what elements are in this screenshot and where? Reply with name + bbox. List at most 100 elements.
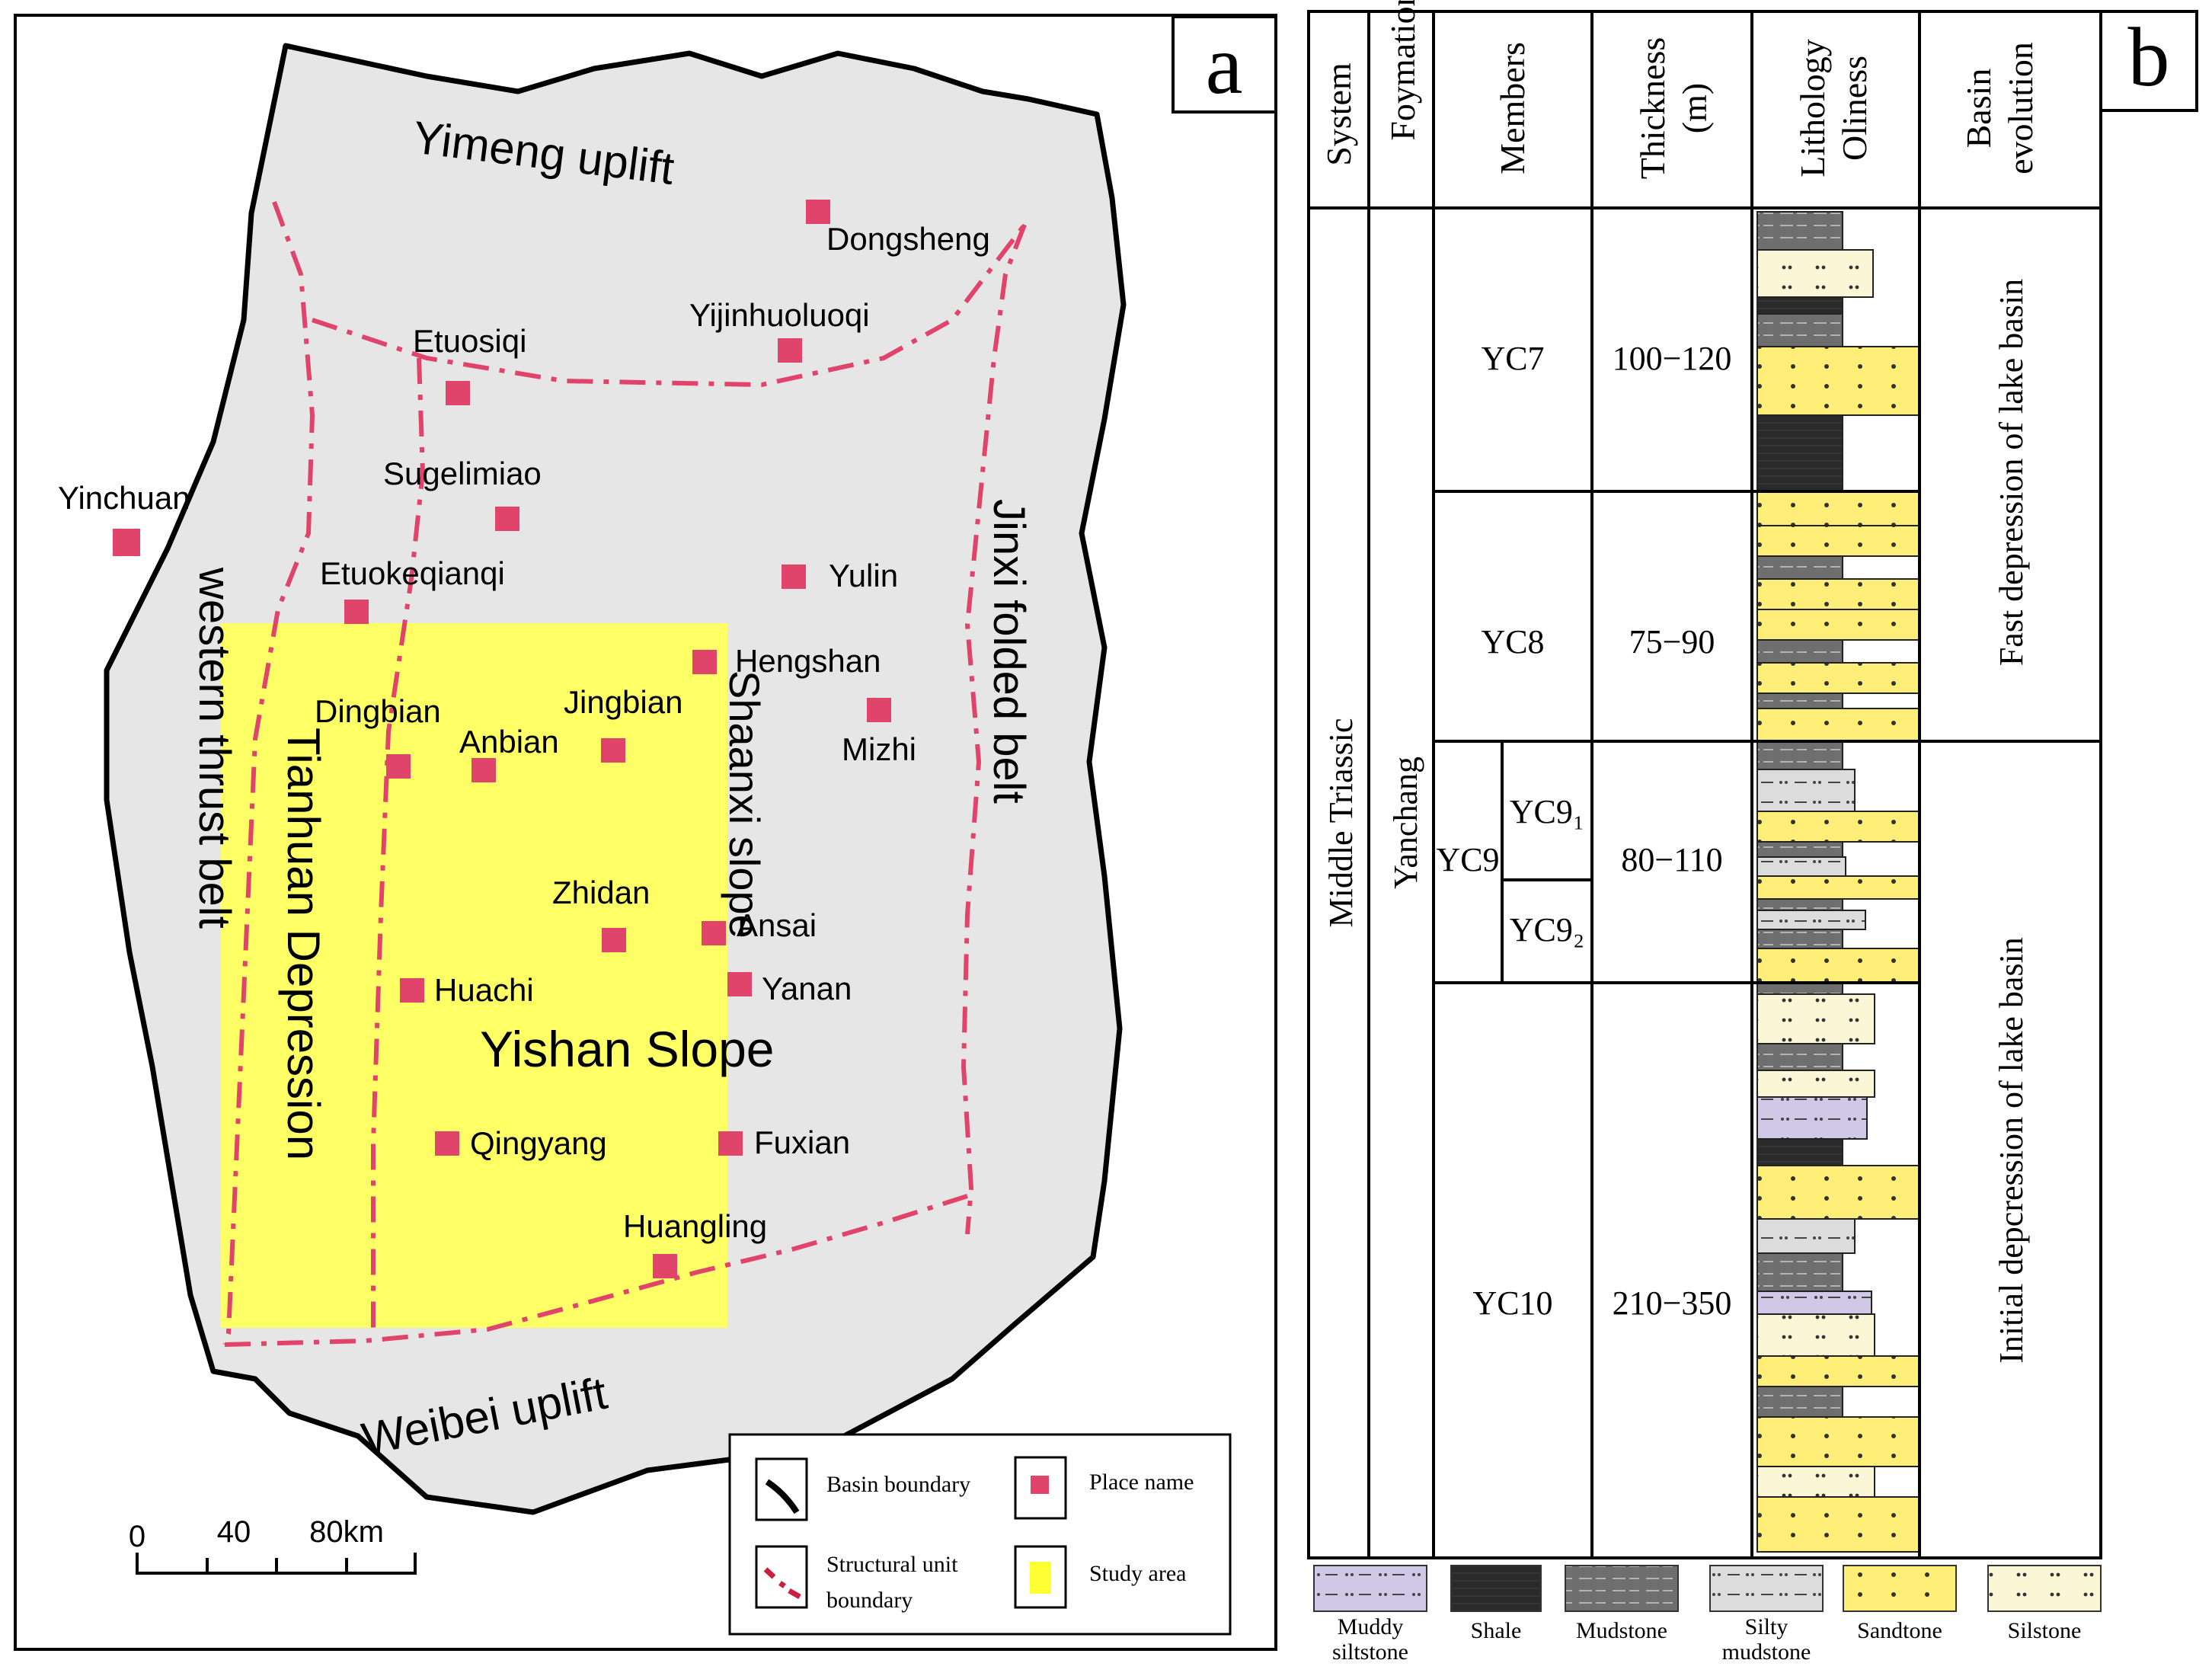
place-name-yinchuan: Yinchuan bbox=[58, 480, 190, 516]
rock-legend: Muddy siltstone Shale Mudstone Silty mud… bbox=[1313, 1565, 2102, 1665]
stratigraphy-panel: System Foymation Members Thickness (m) L… bbox=[1307, 0, 2198, 1665]
header-members: Members bbox=[1493, 42, 1532, 174]
place-name-hengshan: Hengshan bbox=[735, 643, 881, 679]
lithology-layer-mud bbox=[1756, 692, 1843, 709]
lithology-layer-mud bbox=[1756, 1043, 1843, 1071]
lithology-layer-mud bbox=[1756, 1252, 1843, 1292]
place-marker bbox=[778, 338, 802, 363]
lithology-layer-silt bbox=[1756, 993, 1875, 1044]
place-marker bbox=[806, 200, 830, 224]
table-headers: System Foymation Members Thickness (m) L… bbox=[1319, 0, 2040, 179]
header-lithology-2: Oliness bbox=[1835, 56, 1874, 161]
lithology-layer-mud bbox=[1756, 1386, 1843, 1418]
evolution-fast: Fast depression of lake basin bbox=[1993, 279, 2030, 666]
thickness-yc8: 75−90 bbox=[1629, 623, 1715, 660]
lithology-layer-sand bbox=[1756, 525, 1920, 557]
legend-silty-mudstone-swatch bbox=[1709, 1565, 1824, 1612]
header-thickness-1: Thickness bbox=[1633, 37, 1672, 180]
place-marker bbox=[782, 565, 806, 589]
place-marker bbox=[867, 698, 891, 722]
legend-shale-swatch bbox=[1450, 1565, 1542, 1612]
lithology-layer-sand bbox=[1756, 1496, 1920, 1553]
place-name-ansai: Ansai bbox=[737, 907, 817, 943]
lithology-layer-sand bbox=[1756, 346, 1920, 416]
legend-shale-label: Shale bbox=[1471, 1618, 1522, 1643]
place-name-mizhi: Mizhi bbox=[842, 731, 916, 767]
panel-a-label-box bbox=[1172, 15, 1277, 114]
legend-sandstone-label: Sandtone bbox=[1857, 1618, 1942, 1643]
tianhuan-depression-label: Tianhuan Depression bbox=[278, 728, 329, 1160]
place-name-anbian: Anbian bbox=[459, 724, 559, 760]
formation-yanchang: Yanchang bbox=[1387, 756, 1424, 889]
legend-silty-mudstone-label-2: mudstone bbox=[1722, 1639, 1811, 1665]
legend-silty-mudstone-label-1: Silty bbox=[1745, 1614, 1788, 1639]
place-marker bbox=[400, 978, 424, 1003]
lithology-layer-muddy bbox=[1756, 1096, 1868, 1140]
lithology-layer-muddy bbox=[1756, 1291, 1872, 1315]
thickness-yc9: 80−110 bbox=[1621, 841, 1722, 878]
place-name-yulin: Yulin bbox=[829, 558, 898, 593]
lithology-layer-sand bbox=[1756, 1165, 1920, 1220]
map-legend: Basin boundary Place name Structural uni… bbox=[728, 1433, 1232, 1636]
member-yc10: YC10 bbox=[1472, 1284, 1552, 1322]
member-yc7: YC7 bbox=[1481, 340, 1544, 377]
lithology-layer-sand bbox=[1756, 708, 1920, 742]
scale-tick-0: 0 bbox=[129, 1520, 145, 1553]
lithology-layer-silt bbox=[1756, 1313, 1875, 1357]
place-marker bbox=[727, 972, 752, 996]
thickness-yc10: 210−350 bbox=[1613, 1284, 1732, 1322]
legend-basin-label: Basin boundary bbox=[826, 1472, 970, 1497]
structural-boundaries bbox=[222, 200, 1027, 1347]
header-formation: Foymation bbox=[1383, 0, 1422, 141]
place-name-yanan: Yanan bbox=[762, 971, 852, 1006]
place-name-sugelimiao: Sugelimiao bbox=[383, 456, 542, 491]
header-lithology-1: Lithology bbox=[1793, 39, 1832, 177]
place-marker bbox=[718, 1131, 743, 1156]
header-thickness-2: (m) bbox=[1675, 83, 1714, 133]
place-name-zhidan: Zhidan bbox=[552, 875, 650, 910]
place-names: Dongsheng Yijinhuoluoqi Etuosiqi Sugelim… bbox=[58, 221, 990, 1244]
place-marker bbox=[702, 921, 726, 945]
legend-sandstone-swatch bbox=[1843, 1565, 1957, 1612]
lithology-layer-mud bbox=[1756, 555, 1843, 580]
lithology-layer-shale bbox=[1756, 1138, 1843, 1166]
lithology-layer-mud bbox=[1756, 639, 1843, 664]
place-name-huangling: Huangling bbox=[623, 1208, 767, 1244]
lithology-layer-shale bbox=[1756, 296, 1843, 315]
header-system: System bbox=[1319, 62, 1358, 166]
lithology-layer-mud bbox=[1756, 740, 1843, 770]
place-name-qingyang: Qingyang bbox=[470, 1125, 607, 1161]
legend-structural-label-1: Structural unit bbox=[826, 1552, 958, 1577]
lithology-layer-mud bbox=[1756, 211, 1843, 251]
place-marker bbox=[435, 1131, 459, 1156]
lithology-layer-sand bbox=[1756, 1355, 1920, 1387]
lithology-layer-silty bbox=[1756, 856, 1846, 877]
lithology-layer-mud bbox=[1756, 929, 1843, 949]
lithology-layer-shale bbox=[1756, 414, 1843, 492]
place-marker bbox=[495, 507, 519, 531]
lithology-layer-sand bbox=[1756, 491, 1920, 526]
shaanxi-slope-label: Shaanxi slope bbox=[721, 670, 769, 939]
legend-siltstone-swatch bbox=[1987, 1565, 2102, 1612]
place-name-dongsheng: Dongsheng bbox=[826, 221, 990, 257]
table-grid bbox=[1309, 11, 2101, 1558]
place-name-etuosiqi: Etuosiqi bbox=[413, 323, 526, 359]
map-panel: Yimeng uplift Weibei uplift western thru… bbox=[14, 14, 1277, 1651]
legend-muddy-siltstone-label-2: siltstone bbox=[1332, 1639, 1408, 1665]
lithology-layer-sand bbox=[1756, 609, 1920, 641]
lithology-layer-sand bbox=[1756, 578, 1920, 610]
legend-siltstone-label: Silstone bbox=[2008, 1618, 2082, 1643]
panel-b-label: b bbox=[2128, 11, 2170, 104]
header-basin-1: Basin bbox=[1959, 69, 1998, 149]
western-thrust-belt-label: western thrust belt bbox=[190, 567, 239, 929]
place-marker bbox=[386, 754, 411, 779]
system-middle-triassic: Middle Triassic bbox=[1322, 718, 1360, 927]
evolution-initial: Initial depcression of lake basin bbox=[1993, 937, 2030, 1364]
place-markers bbox=[113, 200, 891, 1278]
member-yc9-2: YC9₂ bbox=[1510, 911, 1584, 948]
legend-study-label: Study area bbox=[1089, 1561, 1186, 1586]
lithology-layer-mud bbox=[1756, 898, 1843, 911]
member-yc9-1: YC9₁ bbox=[1510, 793, 1584, 830]
lithology-layer-sand bbox=[1756, 875, 1920, 900]
legend-mudstone-swatch bbox=[1565, 1565, 1679, 1612]
